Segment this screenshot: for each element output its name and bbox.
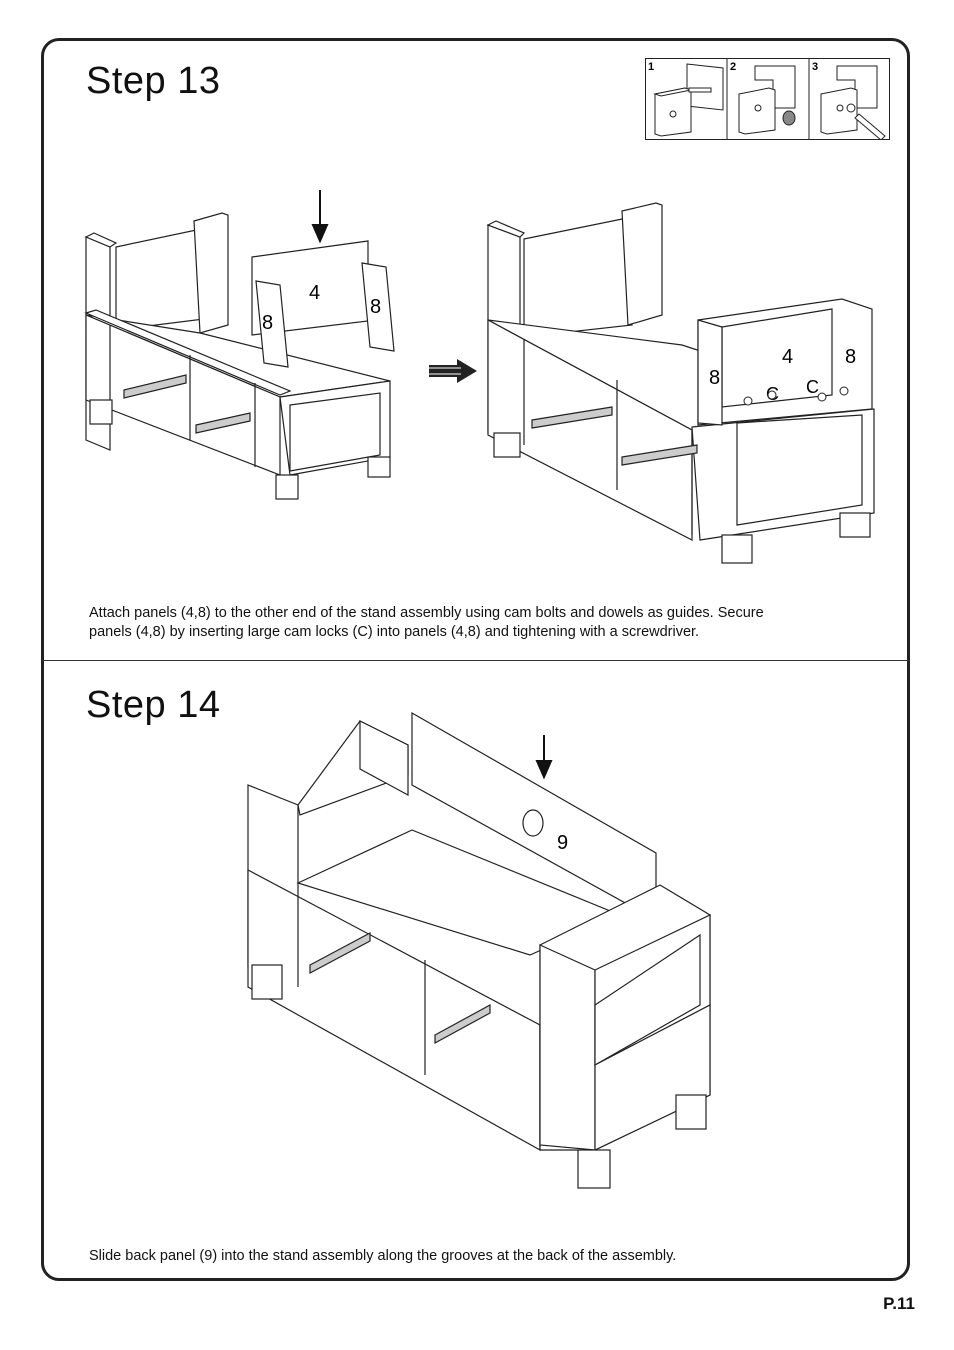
step-13-caption-line-1: Attach panels (4,8) to the other end of … (89, 605, 764, 621)
step-13-caption-line-2: panels (4,8) by inserting large cam lock… (89, 624, 700, 640)
cam-lock-thumbnails: 1 2 3 (645, 58, 890, 140)
thumb-number-3: 3 (812, 61, 818, 73)
step-13-title: Step 13 (86, 60, 221, 102)
thumb-number-1: 1 (648, 61, 654, 73)
step-14-caption: Slide back panel (9) into the stand asse… (89, 1248, 677, 1264)
step-13-before-illustration: 4 8 8 (84, 190, 395, 500)
step13-right-label-c2: C (806, 377, 819, 397)
next-arrow-icon (429, 359, 477, 383)
step13-right-label-8b: 8 (845, 346, 856, 368)
step13-right-label-8a: 8 (709, 367, 720, 389)
thumb-number-2: 2 (730, 61, 736, 73)
step13-left-label-4: 4 (309, 282, 320, 304)
page-frame (41, 38, 910, 1281)
step13-left-label-8b: 8 (370, 296, 381, 318)
step-14-title: Step 14 (86, 684, 221, 726)
page-number: P.11 (883, 1294, 915, 1313)
step13-right-label-4: 4 (782, 346, 793, 368)
step-13-caption: Attach panels (4,8) to the other end of … (89, 604, 764, 642)
step-divider (41, 660, 910, 661)
step-13-after-illustration: 4 8 8 C C (486, 202, 875, 564)
step14-label-9: 9 (557, 832, 568, 854)
step-14-illustration: 9 (247, 711, 711, 1189)
step13-left-label-8a: 8 (262, 312, 273, 334)
